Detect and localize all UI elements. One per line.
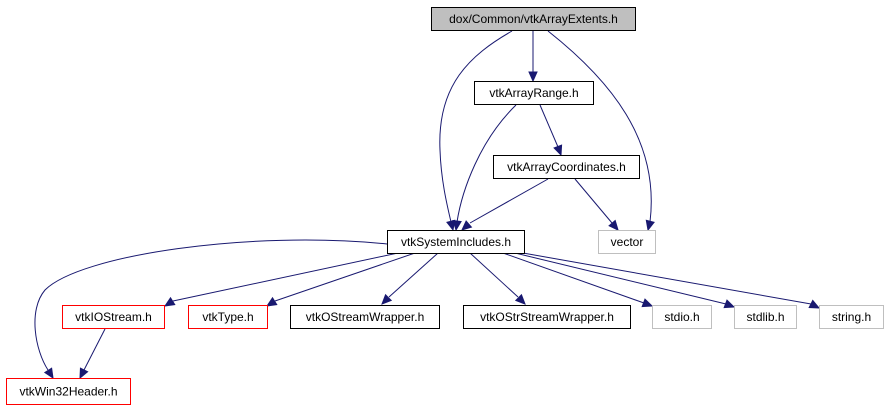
node-string[interactable]: string.h: [819, 305, 884, 329]
node-iostream[interactable]: vtkIOStream.h: [62, 305, 165, 329]
node-label: vtkArrayCoordinates.h: [507, 160, 626, 174]
edge-line: [469, 252, 519, 298]
edge-line: [539, 104, 559, 148]
nodes-layer: dox/Common/vtkArrayExtents.h vtkArrayRang…: [6, 7, 884, 405]
arrowhead-icon: [163, 296, 176, 307]
edge-coords-to-sysinc: [461, 178, 549, 231]
node-label: vtkWin32Header.h: [19, 385, 117, 399]
arrowhead-icon: [641, 298, 654, 308]
arrowhead-icon: [461, 220, 473, 231]
node-box: [62, 305, 165, 329]
node-box: [6, 378, 131, 405]
edge-line: [522, 252, 812, 305]
edge-line: [456, 104, 517, 223]
node-label: string.h: [832, 310, 871, 324]
node-range[interactable]: vtkArrayRange.h: [474, 81, 594, 105]
arrowhead-icon: [645, 219, 655, 232]
node-label: vtkOStrStreamWrapper.h: [480, 310, 614, 324]
edge-sysinc-to-stdio: [502, 252, 654, 308]
edge-range-to-sysinc: [452, 104, 517, 232]
node-box: [493, 155, 640, 179]
edge-line: [172, 252, 399, 302]
node-label: dox/Common/vtkArrayExtents.h: [449, 12, 618, 26]
edge-line: [502, 252, 645, 304]
edge-sysinc-to-stdlib: [514, 252, 736, 309]
node-box: [463, 305, 631, 329]
node-ostrstreamwrap[interactable]: vtkOStrStreamWrapper.h: [463, 305, 631, 329]
node-box: [431, 7, 636, 31]
edge-sysinc-to-type: [265, 252, 416, 307]
node-type[interactable]: vtkType.h: [188, 305, 268, 329]
edge-line: [388, 252, 439, 298]
node-sysinc[interactable]: vtkSystemIncludes.h: [387, 230, 525, 254]
node-coords[interactable]: vtkArrayCoordinates.h: [493, 155, 640, 179]
arrowhead-icon: [43, 367, 54, 380]
edge-line: [469, 178, 549, 224]
node-extents: dox/Common/vtkArrayExtents.h: [431, 7, 636, 31]
arrowhead-icon: [553, 144, 563, 157]
node-box: [598, 230, 656, 254]
arrowhead-icon: [381, 293, 393, 305]
node-box: [734, 305, 797, 329]
node-label: stdlib.h: [746, 310, 784, 324]
arrowhead-icon: [446, 219, 456, 232]
node-label: vtkSystemIncludes.h: [401, 235, 511, 249]
node-box: [819, 305, 884, 329]
edge-range-to-coords: [539, 104, 563, 157]
arrowhead-icon: [808, 299, 821, 309]
edge-line: [514, 252, 727, 305]
node-box: [290, 305, 440, 329]
edge-line: [439, 30, 513, 223]
arrowhead-icon: [528, 71, 538, 83]
edge-sysinc-to-iostream: [163, 252, 399, 307]
node-stdio[interactable]: stdio.h: [652, 305, 712, 329]
node-box: [474, 81, 594, 105]
node-box: [387, 230, 525, 254]
node-win32[interactable]: vtkWin32Header.h: [6, 378, 131, 405]
edge-line: [547, 30, 652, 223]
edge-sysinc-to-string: [522, 252, 821, 309]
arrowhead-icon: [608, 219, 619, 231]
edge-extents-to-range: [528, 31, 538, 83]
node-label: vtkOStreamWrapper.h: [306, 310, 425, 324]
node-ostreamwrap[interactable]: vtkOStreamWrapper.h: [290, 305, 440, 329]
edge-line: [34, 239, 388, 371]
node-box: [652, 305, 712, 329]
node-label: vector: [611, 235, 644, 249]
node-box: [188, 305, 268, 329]
edge-coords-to-vector: [574, 178, 619, 231]
edge-line: [83, 328, 106, 371]
edge-extents-to-sysinc: [439, 30, 513, 232]
edge-iostream-to-win32: [79, 328, 106, 380]
edge-sysinc-to-win32: [34, 239, 388, 380]
node-vector[interactable]: vector: [598, 230, 656, 254]
arrowhead-icon: [79, 367, 89, 380]
edges-layer: [34, 30, 821, 380]
node-label: vtkArrayRange.h: [489, 86, 578, 100]
edge-extents-to-vector: [547, 30, 655, 232]
arrowhead-icon: [452, 219, 462, 232]
arrowhead-icon: [723, 299, 736, 309]
node-label: vtkType.h: [202, 310, 253, 324]
edge-sysinc-to-ostreamwrap: [381, 252, 439, 305]
arrowhead-icon: [514, 293, 526, 305]
node-label: vtkIOStream.h: [75, 310, 152, 324]
node-stdlib[interactable]: stdlib.h: [734, 305, 797, 329]
arrowhead-icon: [265, 296, 278, 307]
edge-line: [274, 252, 416, 302]
node-label: stdio.h: [664, 310, 699, 324]
edge-sysinc-to-ostrstreamwrap: [469, 252, 526, 305]
edge-line: [574, 178, 613, 224]
